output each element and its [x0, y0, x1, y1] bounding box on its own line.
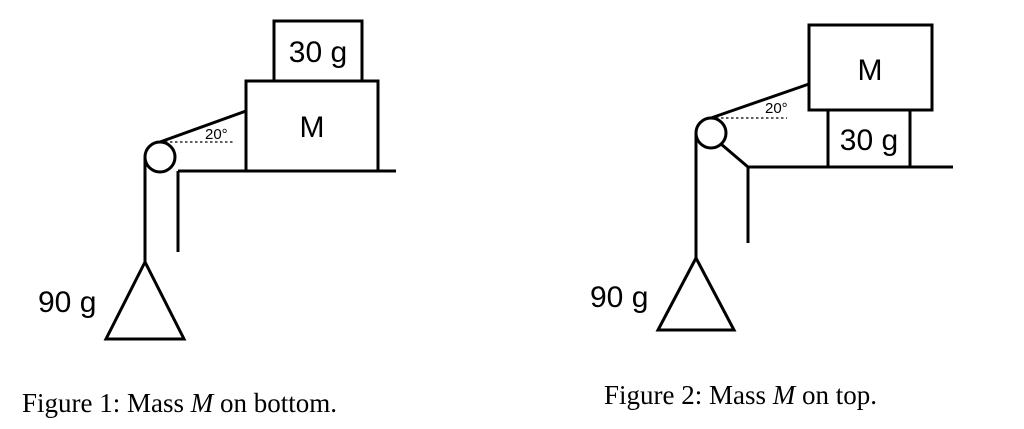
figure-2: M 30 g 20° 90 g [590, 23, 953, 332]
fig1-block-m-label: M [300, 111, 325, 144]
fig2-pulley [694, 116, 728, 150]
fig2-string-incline [710, 82, 810, 120]
figure-1-caption-prefix: Figure 1: Mass [22, 388, 191, 418]
fig2-block-30g-label: 30 g [840, 124, 898, 157]
fig1-hanging-mass-label: 90 g [38, 286, 96, 319]
fig2-pulley-mount [720, 142, 749, 169]
fig1-block-30g-label: 30 g [289, 36, 347, 69]
figure-1-caption-suffix: on bottom. [213, 388, 338, 418]
figure-2-caption-prefix: Figure 2: Mass [604, 380, 773, 410]
fig1-block-m [244, 79, 380, 173]
fig1-pulley [143, 140, 177, 174]
fig1-angle-label: 20° [205, 126, 228, 143]
fig1-block-30g [272, 19, 364, 83]
figure-1-caption-variable: M [190, 388, 214, 418]
fig1-string-incline [159, 109, 247, 144]
figure-1: 30 g M 20° 90 g [38, 19, 396, 341]
figure-1-caption: Figure 1: Mass M on bottom. [22, 388, 337, 419]
fig2-block-30g [826, 108, 912, 169]
figure-2-caption-variable: M [772, 380, 796, 410]
fig1-hanging-mass [103, 258, 187, 341]
fig2-hanging-mass-label: 90 g [590, 281, 648, 314]
fig2-angle-label: 20° [765, 100, 788, 117]
figure-2-caption-suffix: on top. [795, 380, 878, 410]
fig2-block-m-label: M [858, 54, 883, 87]
fig2-block-m [807, 23, 934, 112]
figure-2-caption: Figure 2: Mass M on top. [604, 380, 877, 411]
fig2-hanging-mass [655, 254, 737, 332]
